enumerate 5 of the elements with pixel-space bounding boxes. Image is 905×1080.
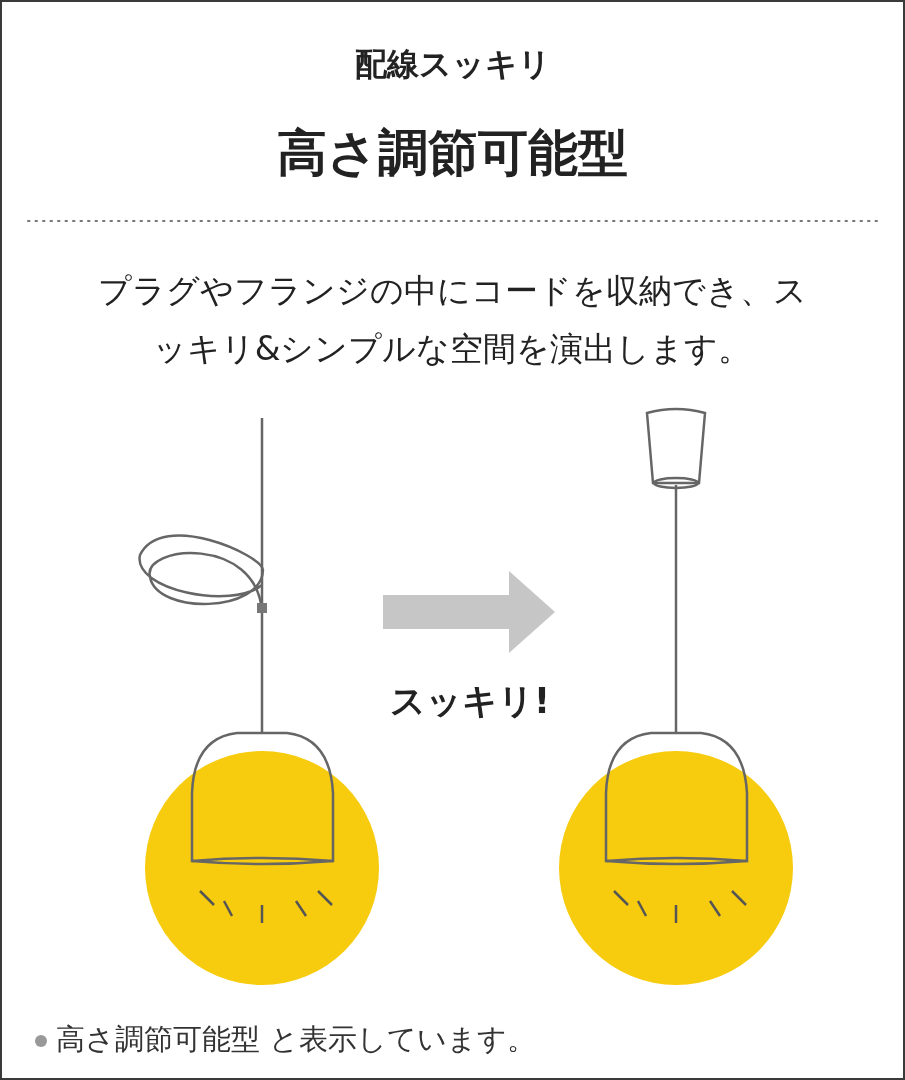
title: 高さ調節可能型	[276, 123, 629, 184]
subtitle: 配線スッキリ	[353, 44, 552, 85]
footnote-text: 高さ調節可能型 と表示しています。	[56, 1021, 537, 1058]
arrow	[383, 571, 555, 653]
description-text: プラグやフランジの中にコードを収納でき、スッキリ&シンプルな空間を演出します。	[96, 270, 808, 370]
